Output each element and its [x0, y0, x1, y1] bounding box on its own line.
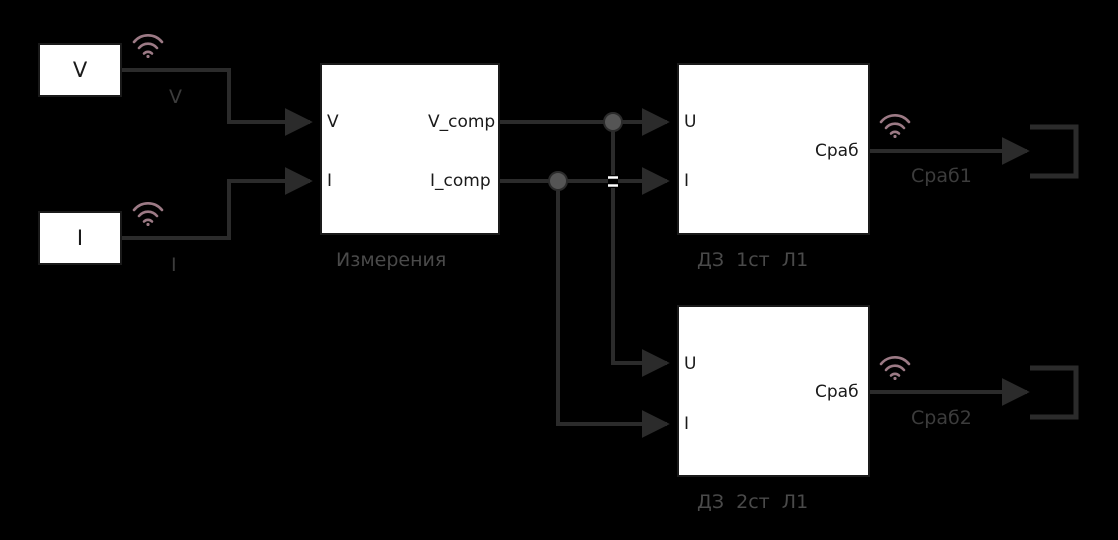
wire-i-source-to-measurement — [122, 167, 313, 240]
wire-icomp-branch-to-dz2-i — [556, 181, 670, 438]
junction-dot-vcomp — [603, 112, 623, 132]
goto-bracket-srab1 — [1030, 124, 1079, 179]
source-block-v[interactable]: V — [38, 43, 122, 97]
source-block-i[interactable]: I — [38, 211, 122, 265]
block-dz-2st-l1[interactable] — [677, 305, 870, 477]
block-dz-1st-l1[interactable] — [677, 63, 870, 235]
goto-bracket-srab2 — [1030, 365, 1079, 420]
source-block-i-text: I — [76, 226, 84, 250]
wire-v-source-to-measurement — [122, 68, 313, 136]
source-block-v-text: V — [72, 58, 88, 82]
wire-crossing-gap — [608, 175, 618, 188]
block-measurement[interactable] — [320, 63, 500, 235]
wire-vcomp-branch-to-dz2-u — [611, 122, 670, 377]
junction-dot-icomp — [548, 171, 568, 191]
